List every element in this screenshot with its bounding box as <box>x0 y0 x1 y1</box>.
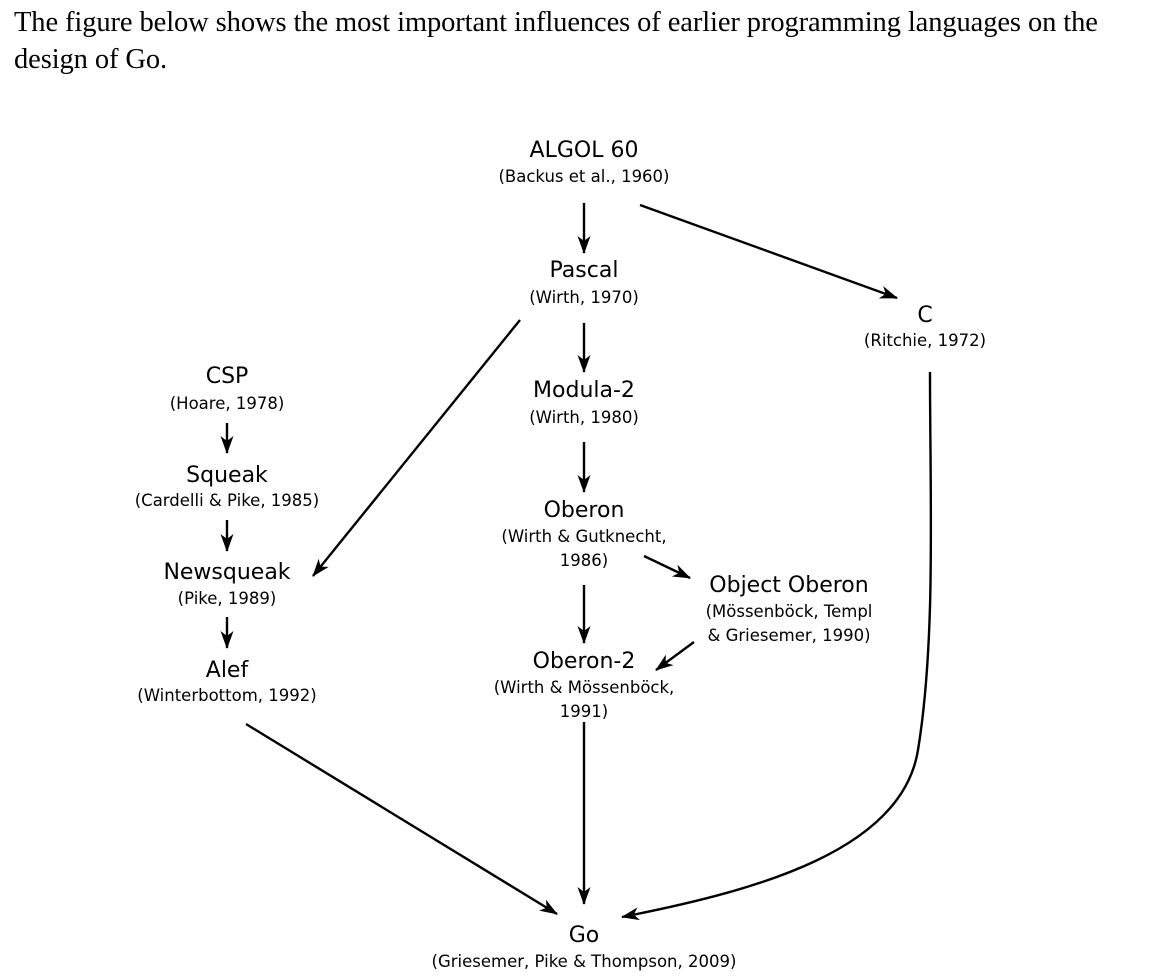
node-sub: (Mössenböck, Templ <box>706 602 873 621</box>
intro-paragraph: The figure below shows the most importan… <box>14 7 1098 75</box>
edge-c-go <box>621 371 933 921</box>
node-sub: (Wirth & Gutknecht, <box>501 527 666 546</box>
node-algol60: ALGOL 60 (Backus et al., 1960) <box>498 138 669 186</box>
edge-oberon-object-oberon <box>643 554 691 580</box>
node-sub: & Griesemer, 1990) <box>707 626 870 645</box>
node-sub: (Ritchie, 1972) <box>864 331 986 350</box>
node-sub: 1986) <box>560 551 608 570</box>
node-name: Alef <box>206 658 250 683</box>
node-name: C <box>917 303 932 328</box>
node-name: CSP <box>206 364 249 389</box>
node-name: Oberon-2 <box>533 649 636 674</box>
edge-alef-go <box>245 722 558 916</box>
node-sub: (Pike, 1989) <box>178 589 277 608</box>
node-sub: (Wirth & Mössenböck, <box>494 678 675 697</box>
node-name: Go <box>569 923 600 948</box>
node-name: Squeak <box>186 463 268 488</box>
node-sub: (Hoare, 1978) <box>170 394 285 413</box>
node-name: Modula-2 <box>533 378 635 403</box>
node-name: ALGOL 60 <box>530 138 639 163</box>
node-go: Go (Griesemer, Pike & Thompson, 2009) <box>432 923 737 971</box>
node-sub: (Wirth, 1970) <box>529 288 639 307</box>
node-sub: (Wirth, 1980) <box>529 408 639 427</box>
node-pascal: Pascal (Wirth, 1970) <box>529 258 639 307</box>
node-sub: (Winterbottom, 1992) <box>137 686 316 705</box>
node-sub: (Griesemer, Pike & Thompson, 2009) <box>432 952 737 971</box>
node-sub: 1991) <box>560 702 608 721</box>
node-sub: (Backus et al., 1960) <box>498 167 669 186</box>
node-object-oberon: Object Oberon (Mössenböck, Templ & Gries… <box>706 573 873 645</box>
edges <box>220 203 933 921</box>
node-sub: (Cardelli & Pike, 1985) <box>135 491 320 510</box>
node-name: Oberon <box>544 498 625 523</box>
edge-object-oberon-oberon2 <box>655 641 695 671</box>
node-oberon: Oberon (Wirth & Gutknecht, 1986) <box>501 498 666 570</box>
node-c: C (Ritchie, 1972) <box>864 303 986 350</box>
node-csp: CSP (Hoare, 1978) <box>170 364 285 413</box>
node-newsqueak: Newsqueak (Pike, 1989) <box>163 560 290 608</box>
node-alef: Alef (Winterbottom, 1992) <box>137 658 316 705</box>
node-modula2: Modula-2 (Wirth, 1980) <box>529 378 639 427</box>
edge-algol60-c <box>639 203 898 300</box>
node-name: Newsqueak <box>163 560 290 585</box>
node-name: Pascal <box>550 258 619 283</box>
node-squeak: Squeak (Cardelli & Pike, 1985) <box>135 463 320 510</box>
node-oberon2: Oberon-2 (Wirth & Mössenböck, 1991) <box>494 649 675 721</box>
edge-pascal-newsqueak <box>312 319 521 577</box>
node-name: Object Oberon <box>709 573 868 598</box>
